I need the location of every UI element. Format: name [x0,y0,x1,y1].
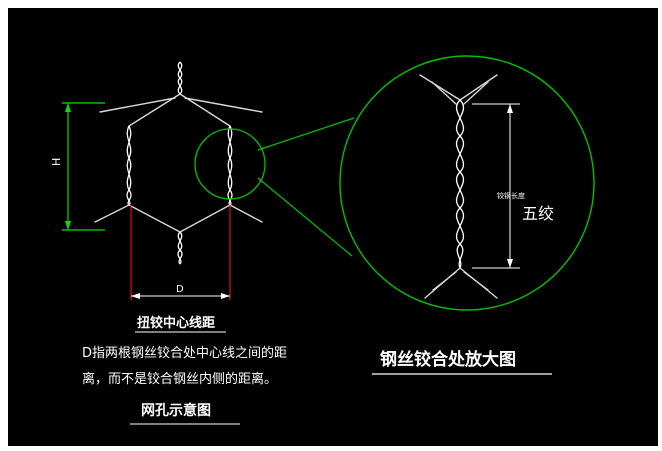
zoom-connector-bottom [257,177,353,257]
zoom-connector-top [257,117,355,151]
description-line-2: 离，而不是铰合钢丝内侧的距离。 [82,371,277,387]
mesh-title: 网孔示意图 [141,402,211,419]
description-line-1: D指两根钢丝铰合处中心线之间的距 [82,345,287,361]
twist-length-dimension [472,103,520,269]
twist-length-label: 铰钢长度 [497,191,525,200]
height-symbol: H [50,158,63,166]
five-twists-label: 五绞 [522,204,554,223]
width-dimension [130,205,231,300]
cad-background [8,8,658,446]
enlarged-twist [419,74,498,299]
zoom-source-circle [194,128,266,200]
mesh-hexagon [94,61,263,265]
width-symbol: D [176,284,184,295]
height-dimension [62,102,105,231]
twist-center-title: 扭铰中心线距 [137,315,215,331]
zoom-title: 钢丝铰合处放大图 [380,349,516,370]
zoom-detail-circle [339,55,595,311]
